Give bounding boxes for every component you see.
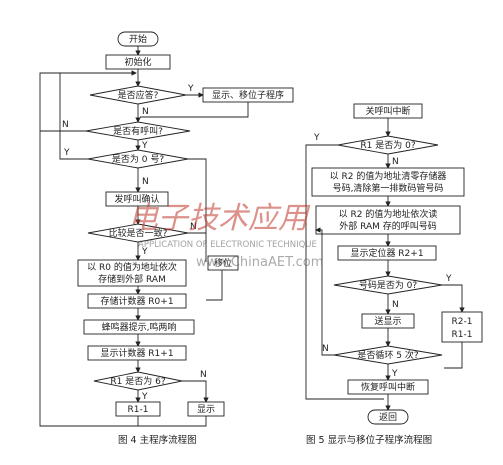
return-terminal [367, 409, 409, 425]
loop5-label: 是否循环 5 次? [357, 349, 418, 361]
inc-r0-box [87, 293, 187, 309]
r1-six-label: R1 是否为 6? [110, 375, 165, 387]
clear-box [311, 167, 465, 197]
clear-label-2: 号码,清除第一排数码管号码 [333, 182, 444, 194]
code-zero-label: 号码是否为 0? [359, 279, 418, 291]
show-ptr-box [337, 245, 437, 261]
clear-label-1: 以 R2 的值为地址清零存储器 [330, 170, 447, 182]
show-shift-label: 显示、移位子程序 [212, 89, 284, 101]
zero-label: 是否为 0 号? [112, 153, 164, 165]
r1-minus-label: R1-1 [128, 405, 149, 415]
n-code-zero: N [392, 300, 399, 310]
restore-int-label: 恢复呼叫中断 [361, 381, 415, 393]
close-int-label: 关呼叫中断 [365, 105, 410, 117]
r1-minus5-label: R1-1 [452, 330, 473, 340]
fig5-caption: 图 5 显示与移位子程序流程图 [306, 434, 432, 446]
watermark-title: 电子技术应用 [128, 201, 311, 236]
n-compare: N [190, 222, 197, 232]
compare-label: 比较是否一致? [109, 227, 168, 239]
return-label: 返回 [379, 411, 397, 423]
shift-label: 移位 [214, 257, 232, 269]
show-r1-label: 显示计数器 R1+1 [100, 347, 173, 359]
loop5-decision [333, 345, 443, 365]
show-r1-box [87, 345, 187, 361]
y-loop5: Y [391, 369, 398, 379]
store-box [77, 259, 187, 287]
buzzer-box [83, 319, 195, 335]
answer-label: 是否应答? [118, 89, 159, 101]
send-show-label: 送显示 [374, 315, 401, 327]
watermark-url: www.ChinaAET.com [196, 255, 323, 270]
read-label-1: 以 R2 的值为地址依次读 [339, 208, 438, 220]
display-label: 显示 [197, 404, 215, 415]
r2-r1-minus-box [441, 311, 483, 343]
r1-zero-decision [337, 135, 439, 155]
confirm-label: 发呼叫确认 [114, 193, 159, 205]
y-call: Y [141, 141, 148, 151]
n-loop5: N [322, 344, 329, 354]
y-zero: Y [63, 148, 70, 158]
r1-zero-label: R1 是否为 0? [360, 139, 415, 151]
read-box [315, 205, 461, 235]
n-answer: N [142, 107, 149, 117]
shift-box [207, 255, 239, 271]
init-label: 初始化 [124, 56, 151, 68]
call-decision [85, 121, 191, 141]
store-label-2: 存储到外部 RAM [98, 273, 166, 285]
store-label-1: 以 R0 的值为地址依次 [87, 261, 177, 273]
read-label-2: 外部 RAM 存的呼叫号码 [339, 220, 437, 232]
confirm-box [105, 191, 169, 207]
y-answer: Y [187, 84, 194, 94]
watermark-subtitle: APPLICATION OF ELECTRONIC TECHNIQUE [138, 240, 317, 250]
show-ptr-label: 显示定位器 R2+1 [350, 247, 423, 259]
call-label: 是否有呼叫? [113, 125, 163, 137]
y-r1-zero: Y [313, 133, 320, 143]
n-r1-zero: N [392, 157, 399, 167]
y-r1-six: Y [141, 392, 148, 402]
start-label: 开始 [129, 33, 147, 45]
fig4-caption: 图 4 主程序流程图 [118, 434, 197, 446]
inc-r0-label: 存储计数器 R0+1 [100, 295, 173, 307]
buzzer-label: 蜂鸣器提示,鸣两响 [102, 321, 177, 333]
n-zero: N [142, 177, 149, 187]
r2-minus-label: R2-1 [452, 317, 473, 327]
y-compare: Y [141, 247, 148, 257]
y-code-zero: Y [445, 274, 452, 284]
n-r1-six: N [200, 370, 207, 380]
n-call: N [62, 120, 69, 130]
